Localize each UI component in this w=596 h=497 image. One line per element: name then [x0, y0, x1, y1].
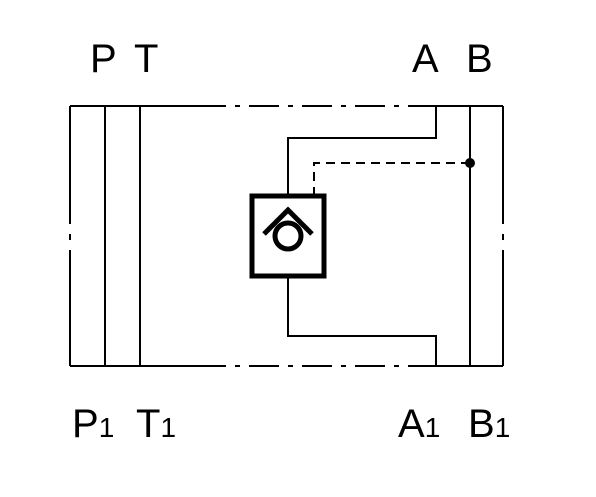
pilot-junction-dot: [465, 158, 475, 168]
port-label-b: B: [466, 37, 493, 81]
valve-body: [249, 193, 327, 279]
port-label-p1: P1: [72, 402, 114, 446]
port-label-b1: B1: [468, 402, 510, 446]
valve-ball: [272, 220, 304, 252]
pilot-operated-check-valve-icon: [249, 193, 327, 279]
valve-seat: [262, 206, 314, 236]
line-a-to-valve: [287, 106, 437, 196]
line-valve-to-a1: [287, 276, 437, 366]
pilot-line: [313, 162, 470, 196]
port-label-a: A: [412, 37, 439, 81]
port-label-a1: A1: [398, 402, 440, 446]
port-label-t1: T1: [136, 402, 176, 446]
port-label-t: T: [134, 37, 158, 81]
port-label-p: P: [90, 37, 117, 81]
